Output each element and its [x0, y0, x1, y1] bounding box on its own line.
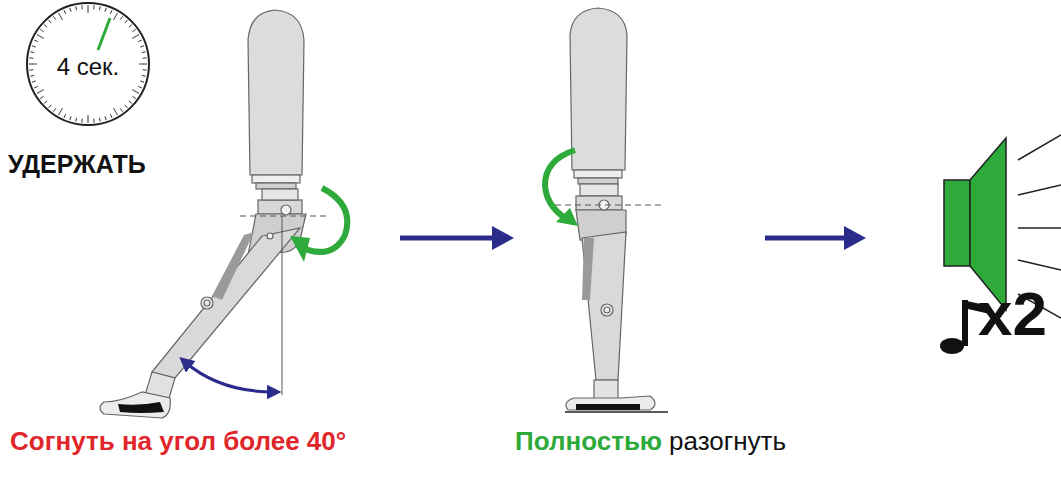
- watch-hand: [98, 18, 110, 50]
- extend-arrow: [545, 150, 575, 218]
- step-arrow: [844, 226, 866, 250]
- step-arrow: [492, 226, 514, 250]
- angle-arrow: [185, 362, 274, 392]
- stopwatch-face: 4 сек.: [26, 2, 150, 126]
- step-caption: Полностью: [515, 428, 662, 454]
- timer-text: 4 сек.: [57, 53, 120, 81]
- step-caption: Согнуть на угол более 40°: [10, 428, 346, 454]
- hold-label: УДЕРЖАТЬ: [8, 152, 146, 177]
- prosthesis-bent: [100, 10, 306, 418]
- step-caption: разогнуть: [669, 428, 786, 454]
- prosthesis-straight: [566, 8, 655, 410]
- repeat-count: x2: [978, 283, 1047, 345]
